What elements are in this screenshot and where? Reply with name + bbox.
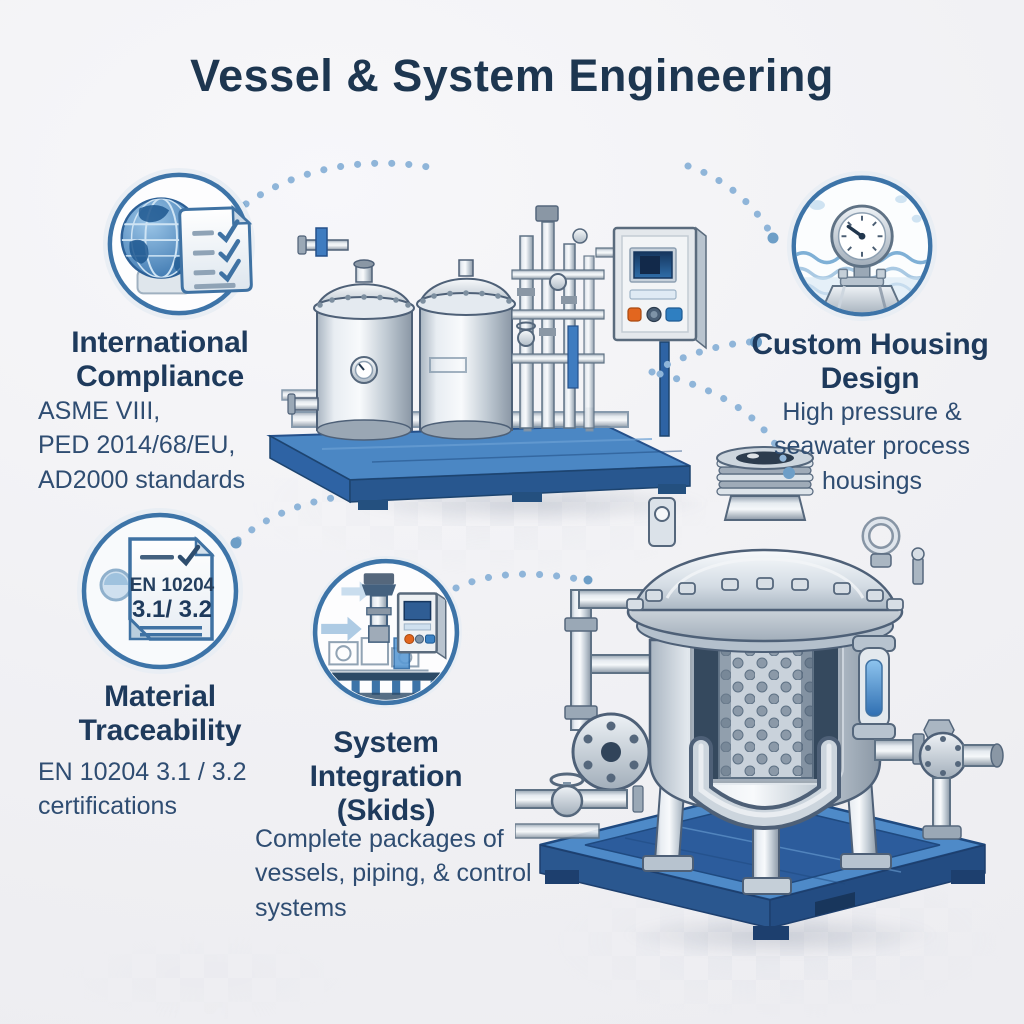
left-piping xyxy=(515,497,676,839)
feature-title: System Integration (Skids) xyxy=(309,726,463,827)
vessel-shell xyxy=(648,627,882,830)
feature-title: Material Traceability xyxy=(78,680,242,747)
vessel-flange-dome xyxy=(626,446,925,653)
feature-title: International Compliance xyxy=(71,326,249,393)
feature-description: EN 10204 3.1 / 3.2 certifications xyxy=(38,758,247,821)
control-panel xyxy=(612,226,707,437)
blue-inlet-valve xyxy=(297,227,349,257)
globe-checklist-icon xyxy=(100,165,258,323)
filter-housing-vessel-illustration xyxy=(515,446,1004,940)
certificate-document-icon: EN 10204 3.1/ 3.2 xyxy=(74,505,246,677)
outlet-pump xyxy=(874,719,1004,840)
pressure-gauge-icon xyxy=(784,168,940,324)
vessel-2 xyxy=(416,259,516,440)
skid-base xyxy=(266,424,691,510)
feature-description: ASME VIII, PED 2014/68/EU, AD2000 standa… xyxy=(38,397,246,494)
process-skid-illustration xyxy=(266,205,707,510)
certificate-grade-text: 3.1/ 3.2 xyxy=(132,596,212,623)
connector-skid-to-vessel xyxy=(656,370,791,472)
connector-traceability-to-skid xyxy=(234,493,342,544)
skid-unit-icon xyxy=(307,553,465,711)
feature-description: High pressure & seawater process housing… xyxy=(774,398,970,495)
connector-compliance-to-skid xyxy=(242,159,438,208)
piping-column xyxy=(511,205,651,429)
feature-description: Complete packages of vessels, piping, & … xyxy=(255,825,532,922)
page-title: Vessel & System Engineering xyxy=(190,50,834,101)
vessel-1 xyxy=(287,259,415,441)
certificate-standard-text: EN 10204 xyxy=(130,575,215,596)
sight-glass xyxy=(852,635,896,740)
connector-integration-to-vessel xyxy=(452,570,588,592)
feature-title: Custom Housing Design xyxy=(751,328,989,395)
connector-skid-to-gauge xyxy=(684,162,775,238)
